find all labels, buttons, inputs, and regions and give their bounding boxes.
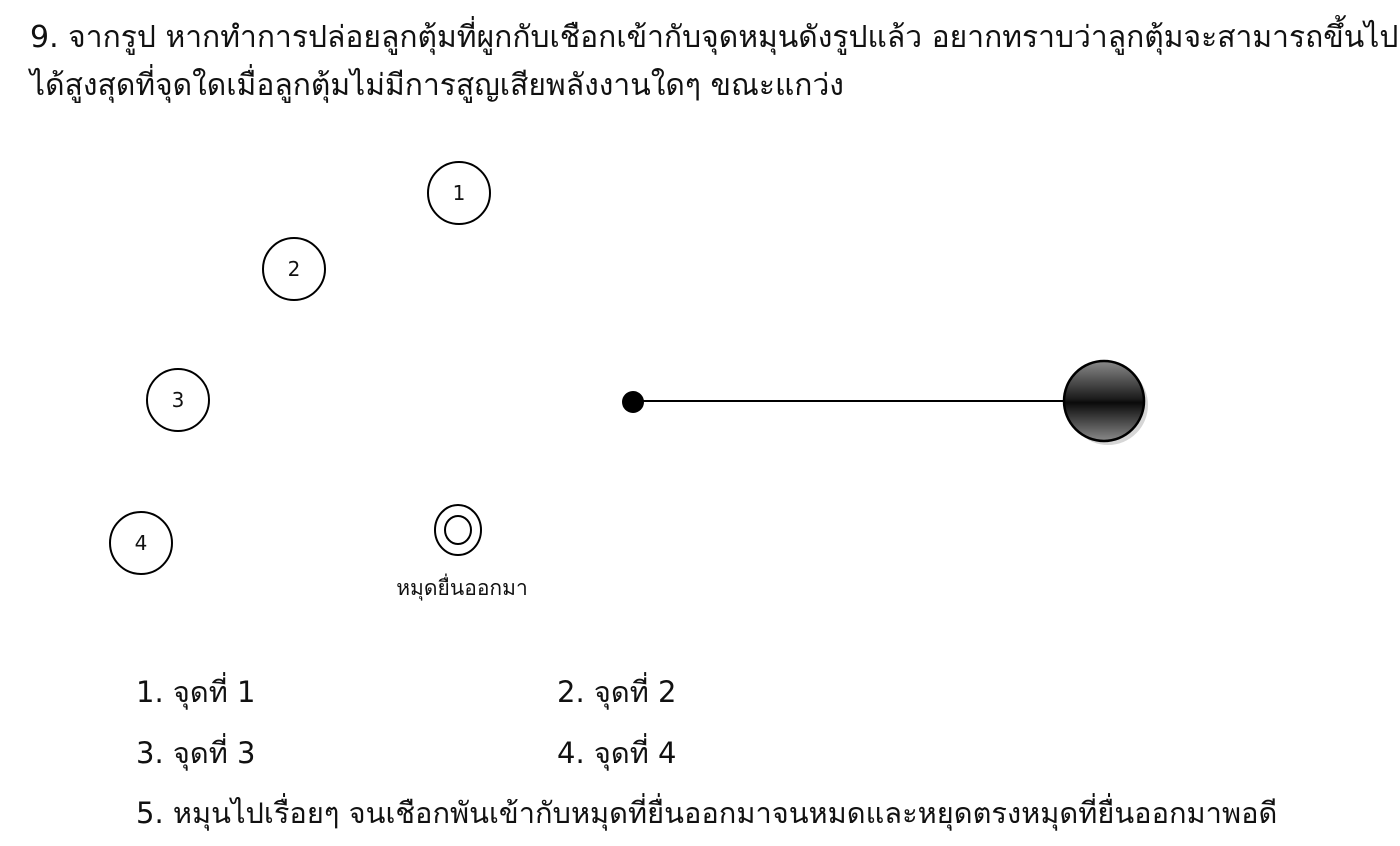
point-2-marker: 2: [262, 237, 326, 301]
choice-3[interactable]: 3. จุดที่ 3: [136, 736, 256, 770]
peg-label: หมุดยื่นออกมา: [396, 573, 528, 601]
choice-1[interactable]: 1. จุดที่ 1: [136, 675, 256, 709]
point-3-label: 3: [172, 388, 185, 412]
question-line-1: 9. จากรูป หากทำการปล่อยลูกตุ้มที่ผูกกับเ…: [30, 20, 1399, 55]
point-4-label: 4: [135, 531, 148, 555]
point-4-marker: 4: [109, 511, 173, 575]
point-1-label: 1: [453, 181, 466, 205]
point-1-marker: 1: [427, 161, 491, 225]
choice-2[interactable]: 2. จุดที่ 2: [557, 675, 677, 709]
peg: [434, 504, 482, 556]
choice-5[interactable]: 5. หมุนไปเรื่อยๆ จนเชือกพันเข้ากับหมุดที…: [136, 796, 1278, 830]
point-3-marker: 3: [146, 368, 210, 432]
choice-4[interactable]: 4. จุดที่ 4: [557, 736, 677, 770]
question-text: 9. จากรูป หากทำการปล่อยลูกตุ้มที่ผูกกับเ…: [30, 14, 1399, 110]
point-2-label: 2: [288, 257, 301, 281]
question-line-2: ได้สูงสุดที่จุดใดเมื่อลูกตุ้มไม่มีการสูญ…: [30, 68, 844, 103]
pendulum-bob: [1062, 359, 1148, 445]
